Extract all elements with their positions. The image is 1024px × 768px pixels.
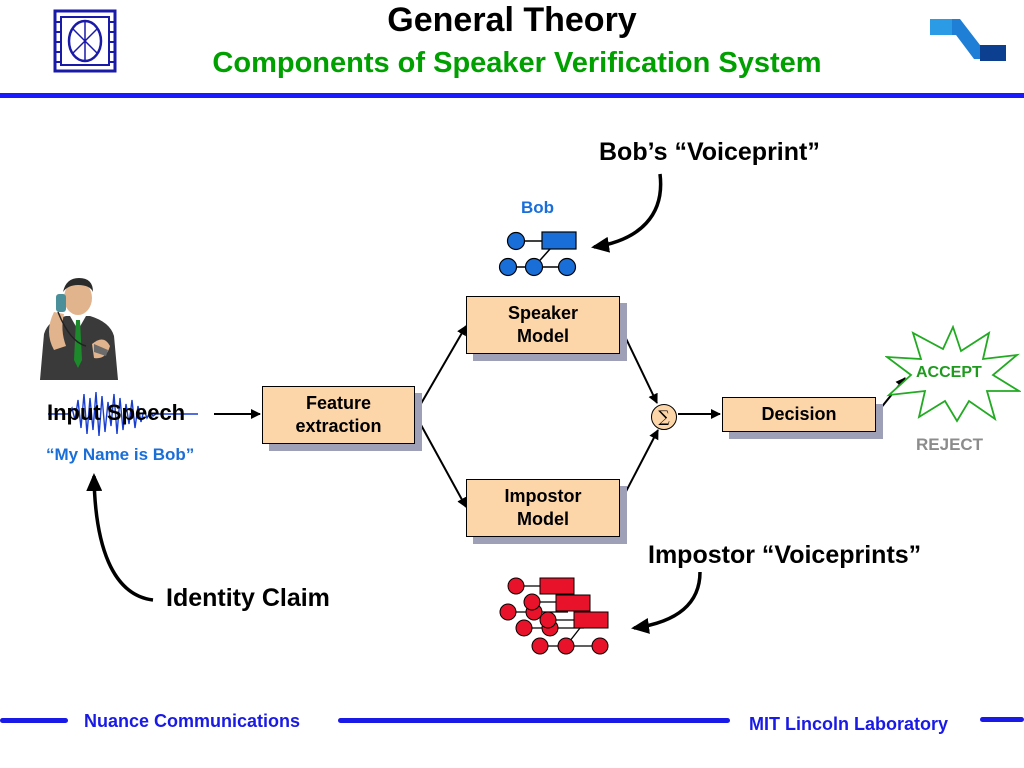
sum-node: ∑ bbox=[651, 404, 677, 430]
footer-line-left bbox=[0, 718, 68, 723]
footer-line-center bbox=[338, 718, 730, 723]
page-title: General Theory bbox=[387, 1, 637, 39]
bob-voiceprint-curve bbox=[591, 173, 663, 253]
bob-label: Bob bbox=[521, 198, 555, 217]
identity-claim-label: Identity Claim bbox=[166, 584, 330, 612]
title-divider bbox=[0, 93, 1024, 98]
reject-label: REJECT bbox=[916, 435, 984, 454]
impostor-to-sum-arrow bbox=[619, 429, 659, 504]
speech-waveform-icon bbox=[48, 388, 198, 440]
bob-model-graph-icon bbox=[498, 231, 577, 277]
speaker-to-sum-arrow bbox=[619, 325, 658, 404]
utterance-text: “My Name is Bob” bbox=[46, 445, 195, 464]
feature-to-impostor-arrow bbox=[414, 413, 467, 508]
accept-label: ACCEPT bbox=[916, 364, 982, 381]
speaker-model-box: Speaker Model bbox=[466, 296, 620, 354]
accept-starburst-icon bbox=[885, 325, 1021, 423]
person-on-phone-image bbox=[36, 272, 120, 380]
footer-line-right bbox=[980, 717, 1024, 722]
feature-extraction-box: Feature extraction bbox=[262, 386, 415, 444]
impostor-voiceprints-label: Impostor “Voiceprints” bbox=[648, 541, 922, 569]
feature-to-speaker-arrow bbox=[414, 325, 467, 415]
decision-box: Decision bbox=[722, 397, 876, 432]
bob-voiceprint-label: Bob’s “Voiceprint” bbox=[599, 138, 820, 166]
impostor-model-box: Impostor Model bbox=[466, 479, 620, 537]
identity-claim-curve bbox=[86, 473, 154, 602]
mit-logo bbox=[52, 8, 118, 74]
page-subtitle: Components of Speaker Verification Syste… bbox=[212, 47, 822, 79]
sum-symbol: ∑ bbox=[658, 407, 670, 426]
footer-right-text: MIT Lincoln Laboratory bbox=[749, 714, 949, 734]
footer-left-text: Nuance Communications bbox=[84, 711, 301, 731]
input-speech-label: Input Speech bbox=[47, 400, 186, 425]
impostor-voiceprint-curve bbox=[631, 571, 702, 634]
impostor-models-graph-icon bbox=[499, 577, 609, 655]
nuance-logo bbox=[928, 15, 1008, 67]
